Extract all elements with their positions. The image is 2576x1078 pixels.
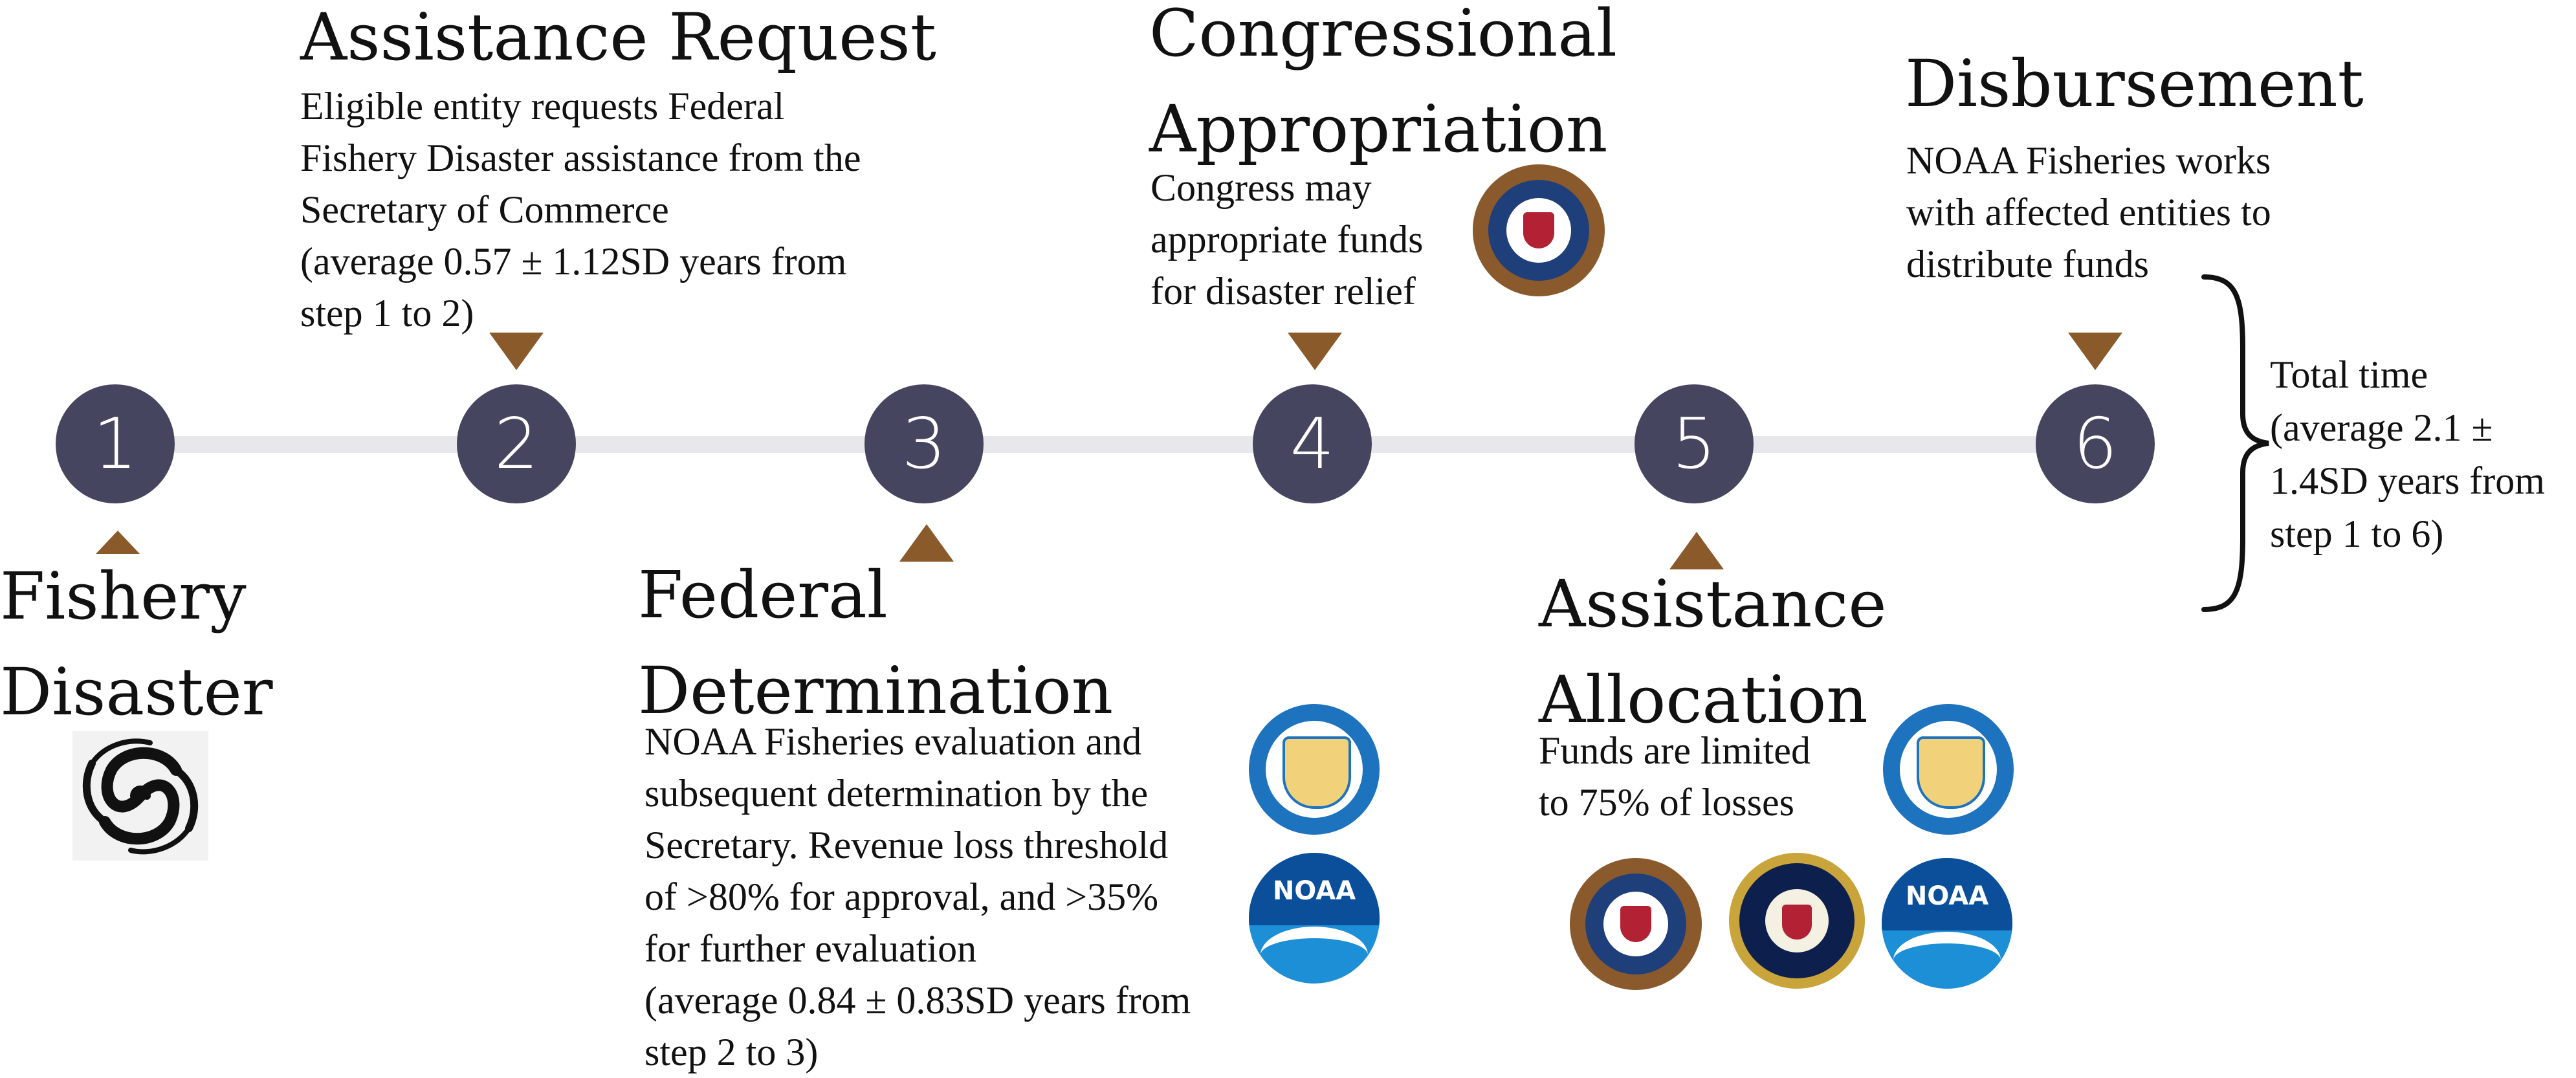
step-node-6: 6: [2036, 384, 2155, 503]
total-time-label: Total time (average 2.1 ± 1.4SD years fr…: [2270, 353, 2545, 555]
step-5-title: Assistance Allocation: [1539, 566, 1887, 738]
step-5-description: Funds are limited to 75% of losses: [1539, 729, 1811, 824]
hurricane-icon: [72, 731, 208, 861]
step-3-title: Federal Determination: [638, 557, 1114, 729]
step-3-pointer: [899, 524, 954, 562]
step-node-4: 4: [1253, 384, 1372, 503]
noaa-label: NOAA: [1905, 881, 1989, 911]
united-states-congress-seal: [1570, 858, 1702, 990]
step-6-description: NOAA Fisheries works with affected entit…: [1906, 139, 2271, 285]
noaa-label: NOAA: [1272, 876, 1356, 906]
step-node-1: 1: [56, 384, 175, 503]
department-of-commerce-seal: [1249, 704, 1380, 835]
step-1-pointer: [96, 531, 140, 554]
timeline-line: [97, 436, 2116, 453]
step-6-title: Disbursement: [1905, 46, 2364, 122]
total-time-brace: [2201, 274, 2269, 612]
step-node-2: 2: [457, 384, 576, 503]
step-2-title: Assistance Request: [300, 0, 936, 75]
step-node-5: 5: [1635, 384, 1754, 503]
step-3-description: NOAA Fisheries evaluation and subsequent…: [644, 720, 1191, 1073]
executive-office-of-the-president-seal: [1729, 853, 1865, 989]
step-1-title: Fishery Disaster: [0, 558, 273, 730]
step-2-pointer: [489, 333, 544, 370]
step-2-description: Eligible entity requests Federal Fishery…: [300, 85, 861, 335]
step-4-title: Congressional Appropriation: [1149, 0, 1617, 167]
noaa-logo-icon: NOAA: [1882, 858, 2012, 989]
step-node-3: 3: [864, 384, 984, 503]
step-4-pointer: [1288, 333, 1342, 370]
department-of-commerce-seal: [1883, 704, 2014, 835]
step-4-description: Congress may appropriate funds for disas…: [1150, 166, 1424, 313]
step-5-pointer: [1669, 532, 1724, 569]
united-states-congress-seal: [1473, 164, 1605, 296]
noaa-logo-icon: NOAA: [1249, 853, 1380, 984]
step-6-pointer: [2068, 333, 2122, 370]
